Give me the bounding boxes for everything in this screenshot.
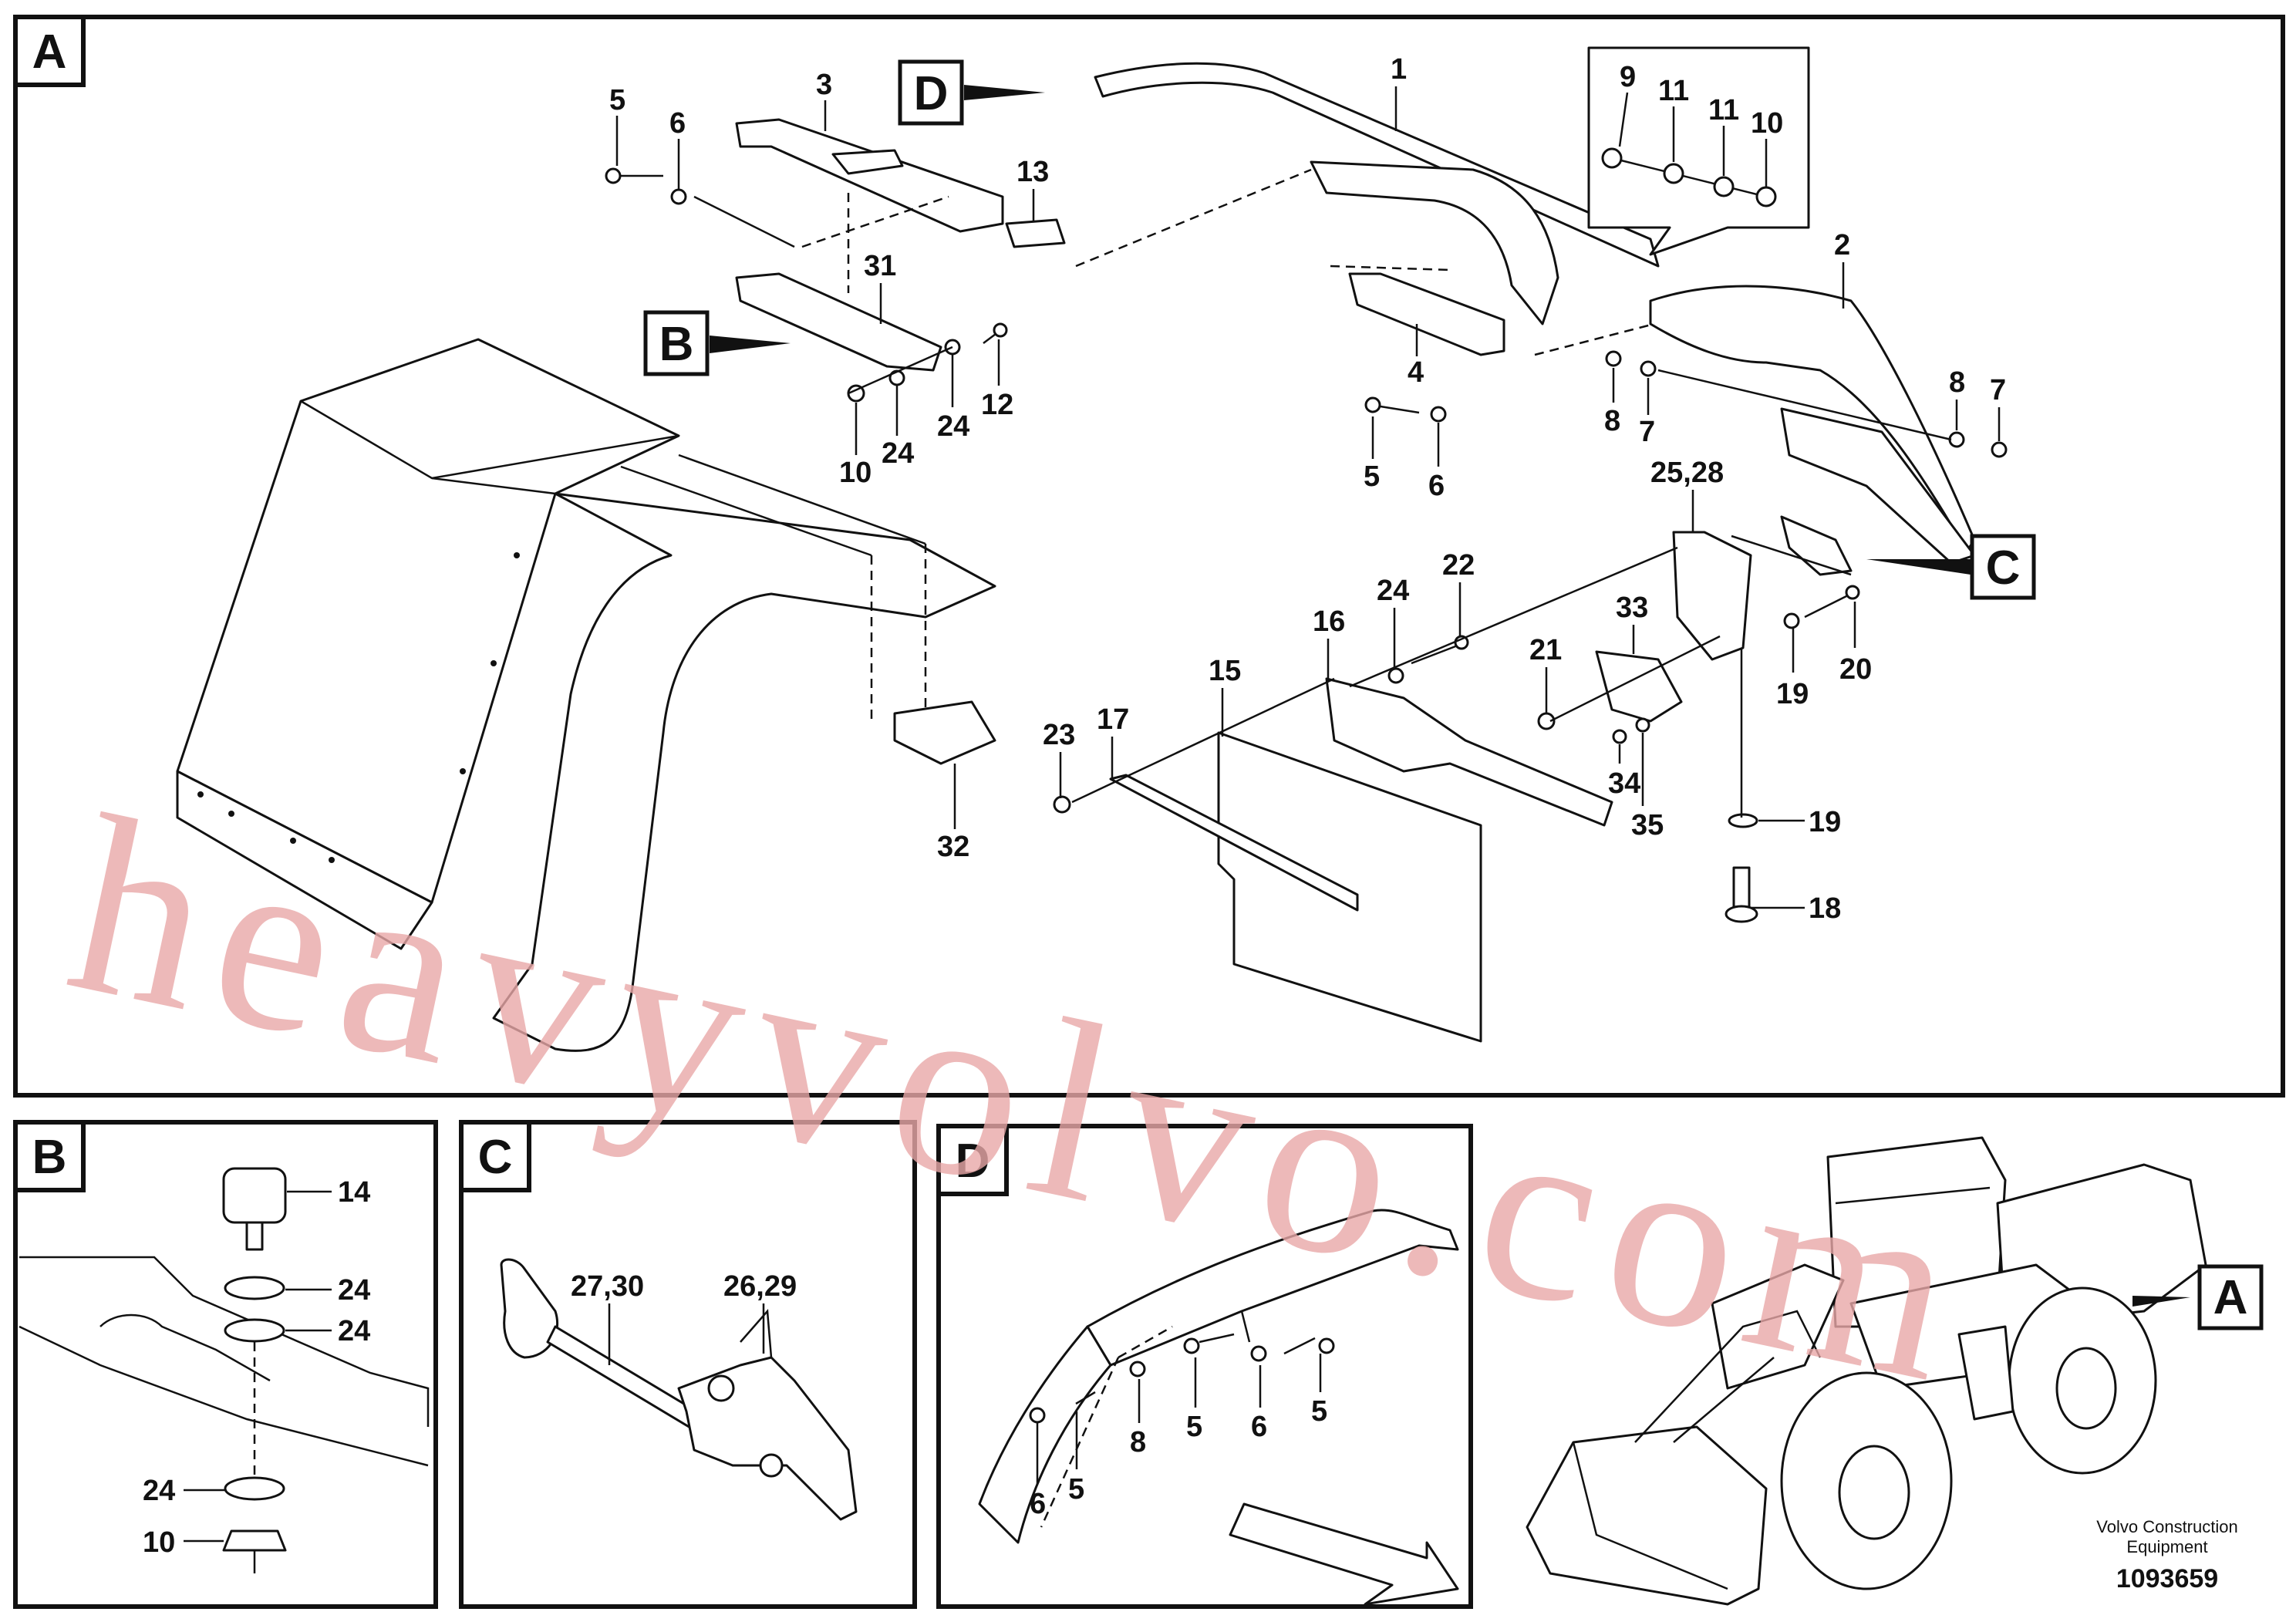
callout-24b: 24 (882, 437, 914, 470)
rear-fender-part-2 (1649, 285, 1976, 565)
callout-24a: 24 (1377, 575, 1409, 607)
callout-12: 12 (981, 389, 1013, 421)
view-c-tag: C (459, 1120, 531, 1192)
document-number: 1093659 (2116, 1564, 2218, 1593)
view-b-tag-letter: B (32, 1131, 67, 1184)
mudflap-part-15 (1217, 731, 1482, 1043)
callout-33: 33 (1616, 592, 1648, 624)
callout-17: 17 (1097, 703, 1129, 736)
callout-2: 2 (1834, 229, 1850, 261)
loader-a-letter: A (2213, 1271, 2248, 1324)
fender-top-part-1 (1094, 62, 1660, 325)
cab-outline (176, 338, 996, 1052)
callout-11a: 11 (1658, 75, 1689, 107)
callout-24c: 24 (937, 410, 969, 443)
bracket-part-4 (1348, 272, 1505, 356)
callout-6b: 6 (1428, 470, 1445, 502)
callout-7a: 7 (1639, 416, 1655, 448)
loader-a-tag: A (2197, 1264, 2264, 1330)
callout-25-28: 25,28 (1650, 457, 1724, 489)
fasteners-main (605, 167, 2008, 923)
callout-d-5a: 5 (1068, 1473, 1084, 1506)
bracket-part-33 (1595, 650, 1683, 723)
callout-23: 23 (1043, 719, 1075, 751)
bracket-part-32 (893, 700, 996, 765)
callout-10b: 10 (839, 457, 872, 489)
loader-illustration (1526, 1136, 2207, 1606)
fastener-detail-inset (1587, 46, 1810, 256)
callout-d-6b: 6 (1251, 1411, 1267, 1443)
callout-20: 20 (1839, 653, 1872, 686)
view-a-tag-letter: A (32, 25, 67, 79)
latch-detail (1780, 515, 1853, 576)
pointer-c-letter: C (1986, 541, 2021, 595)
callout-b-10: 10 (143, 1526, 175, 1559)
callout-7b: 7 (1990, 374, 2006, 406)
callout-16: 16 (1313, 605, 1345, 638)
publisher-footer: Volvo Construction Equipment 1093659 (2096, 1517, 2237, 1593)
callout-9: 9 (1620, 61, 1636, 93)
view-d-tag: D (936, 1124, 1009, 1196)
bracket-part-31 (735, 272, 942, 372)
view-b-tag: B (13, 1120, 86, 1192)
callout-b-24a: 24 (338, 1274, 370, 1307)
view-d-drawing (978, 1209, 1459, 1606)
callout-10a: 10 (1751, 107, 1783, 140)
callout-6a: 6 (669, 107, 686, 140)
callout-3: 3 (816, 69, 832, 101)
bracket-part-3 (735, 118, 1004, 233)
view-b-frame (13, 1120, 438, 1609)
callout-22: 22 (1442, 549, 1475, 582)
callouts-d: 5 5 5 6 6 8 (1030, 1354, 1327, 1520)
assembly-lines-main (620, 168, 1952, 818)
callouts-main: 1 2 3 4 5 5 6 6 7 7 8 8 9 11 11 10 10 12 (609, 53, 2006, 925)
callout-8b: 8 (1949, 366, 1965, 399)
view-pointer-arrows: D B C (643, 59, 2036, 600)
view-c-frame (459, 1120, 917, 1609)
callout-19a: 19 (1809, 806, 1841, 838)
callout-d-5c: 5 (1311, 1395, 1327, 1428)
callout-21: 21 (1529, 634, 1562, 666)
callout-34: 34 (1608, 767, 1640, 800)
footer-company-line2: Equipment (2126, 1537, 2207, 1556)
callout-d-5b: 5 (1186, 1411, 1202, 1443)
callout-19b: 19 (1776, 678, 1809, 710)
callout-b-24b: 24 (338, 1315, 370, 1347)
callout-31: 31 (864, 250, 896, 282)
callout-15: 15 (1209, 655, 1241, 687)
footer-company-line1: Volvo Construction (2096, 1517, 2237, 1536)
callout-d-6a: 6 (1030, 1488, 1046, 1520)
view-c-tag-letter: C (478, 1131, 513, 1184)
view-d-frame (936, 1124, 1473, 1609)
plate-part-13 (1005, 218, 1066, 248)
callout-13: 13 (1017, 156, 1049, 188)
view-b-drawing (19, 1167, 430, 1573)
view-a-tag: A (13, 15, 86, 87)
strip-part-17 (1109, 774, 1359, 912)
bracket-part-25-28 (1672, 531, 1752, 661)
view-d-tag-letter: D (956, 1135, 990, 1188)
callout-5a: 5 (609, 84, 625, 116)
callout-c-26-29: 26,29 (723, 1270, 797, 1303)
callouts-c: 27,30 26,29 (571, 1270, 797, 1365)
pointer-b-letter: B (659, 318, 694, 371)
callout-18: 18 (1809, 892, 1841, 925)
view-c-drawing (500, 1258, 858, 1521)
callout-4: 4 (1408, 356, 1424, 389)
callouts-b: 14 24 24 24 10 (143, 1176, 370, 1559)
callout-35: 35 (1631, 809, 1664, 841)
view-a-frame (13, 15, 2285, 1098)
callout-8a: 8 (1604, 405, 1620, 437)
callout-5b: 5 (1364, 460, 1380, 493)
bracket-part-16 (1325, 677, 1613, 827)
callout-b-14: 14 (338, 1176, 370, 1209)
callout-32: 32 (937, 831, 969, 863)
pointer-d-letter: D (914, 67, 949, 120)
callout-11b: 11 (1708, 94, 1739, 126)
callout-1: 1 (1391, 53, 1407, 86)
callout-c-27-30: 27,30 (571, 1270, 644, 1303)
callout-b-24c: 24 (143, 1475, 175, 1507)
callout-d-8: 8 (1130, 1426, 1146, 1458)
